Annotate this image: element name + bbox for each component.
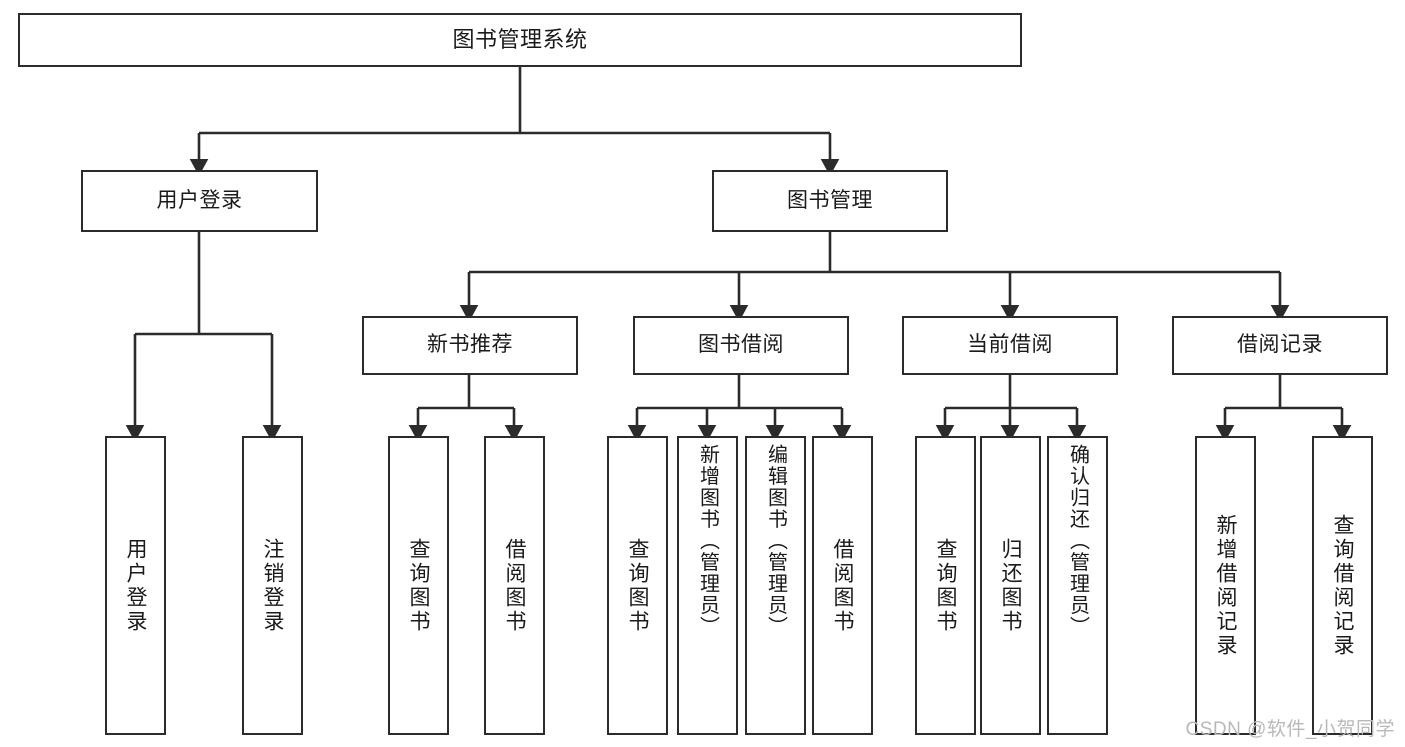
node-label: 借阅图书	[831, 537, 854, 634]
edges-user-login-to-leaves	[125, 232, 282, 443]
node-label: 当前借阅	[967, 333, 1053, 357]
node-leaf-query-book-2[interactable]: 查询图书	[607, 436, 668, 735]
csdn-watermark: CSDN @软件_小贺同学	[1185, 719, 1395, 740]
node-leaf-return-book[interactable]: 归还图书	[980, 436, 1041, 735]
node-label: 查询图书	[934, 537, 957, 634]
edges-current-borrow-to-leaves	[935, 375, 1087, 443]
node-label: 编辑图书（管理员）	[764, 444, 787, 638]
node-leaf-logout-login[interactable]: 注销登录	[242, 436, 303, 735]
node-user-login[interactable]: 用户登录	[81, 170, 318, 232]
node-label: 新增图书（管理员）	[696, 444, 719, 638]
edges-book-manage-to-level2	[459, 232, 1290, 323]
node-label: 新书推荐	[427, 333, 513, 357]
node-label: 注销登录	[261, 537, 284, 634]
node-book-borrow[interactable]: 图书借阅	[633, 316, 849, 375]
edges-book-borrow-to-leaves	[627, 375, 852, 443]
node-leaf-borrow-book-2[interactable]: 借阅图书	[812, 436, 873, 735]
node-label: 查询借阅记录	[1331, 513, 1354, 658]
node-label: 归还图书	[999, 537, 1022, 634]
node-label: 图书借阅	[698, 333, 784, 357]
node-current-borrow[interactable]: 当前借阅	[902, 316, 1118, 375]
node-label: 用户登录	[124, 537, 147, 634]
node-label: 查询图书	[407, 537, 430, 634]
node-leaf-query-borrow-record[interactable]: 查询借阅记录	[1312, 436, 1373, 735]
node-leaf-add-borrow-record[interactable]: 新增借阅记录	[1195, 436, 1256, 735]
node-leaf-borrow-book-1[interactable]: 借阅图书	[484, 436, 545, 735]
node-label: 图书管理	[787, 188, 873, 212]
node-leaf-edit-book[interactable]: 编辑图书（管理员）	[745, 436, 806, 735]
node-label: 图书管理系统	[452, 27, 588, 53]
node-book-manage[interactable]: 图书管理	[712, 170, 948, 232]
node-leaf-query-book-3[interactable]: 查询图书	[915, 436, 976, 735]
node-leaf-user-login[interactable]: 用户登录	[105, 436, 166, 735]
node-label: 借阅图书	[503, 537, 526, 634]
node-leaf-confirm-return[interactable]: 确认归还（管理员）	[1047, 436, 1108, 735]
edges-borrow-record-to-leaves	[1215, 375, 1352, 443]
node-borrow-record[interactable]: 借阅记录	[1172, 316, 1388, 375]
edges-new-book-recommend-to-leaves	[408, 375, 524, 443]
node-label: 新增借阅记录	[1214, 513, 1237, 658]
node-leaf-add-book[interactable]: 新增图书（管理员）	[677, 436, 738, 735]
node-book-management-system[interactable]: 图书管理系统	[18, 13, 1022, 67]
node-label: 借阅记录	[1237, 333, 1323, 357]
node-label: 确认归还（管理员）	[1066, 444, 1089, 638]
node-new-book-recommend[interactable]: 新书推荐	[362, 316, 578, 375]
node-label: 用户登录	[156, 188, 243, 212]
node-leaf-query-book-1[interactable]: 查询图书	[388, 436, 449, 735]
node-label: 查询图书	[626, 537, 649, 634]
edges-root-to-level1	[189, 67, 840, 177]
